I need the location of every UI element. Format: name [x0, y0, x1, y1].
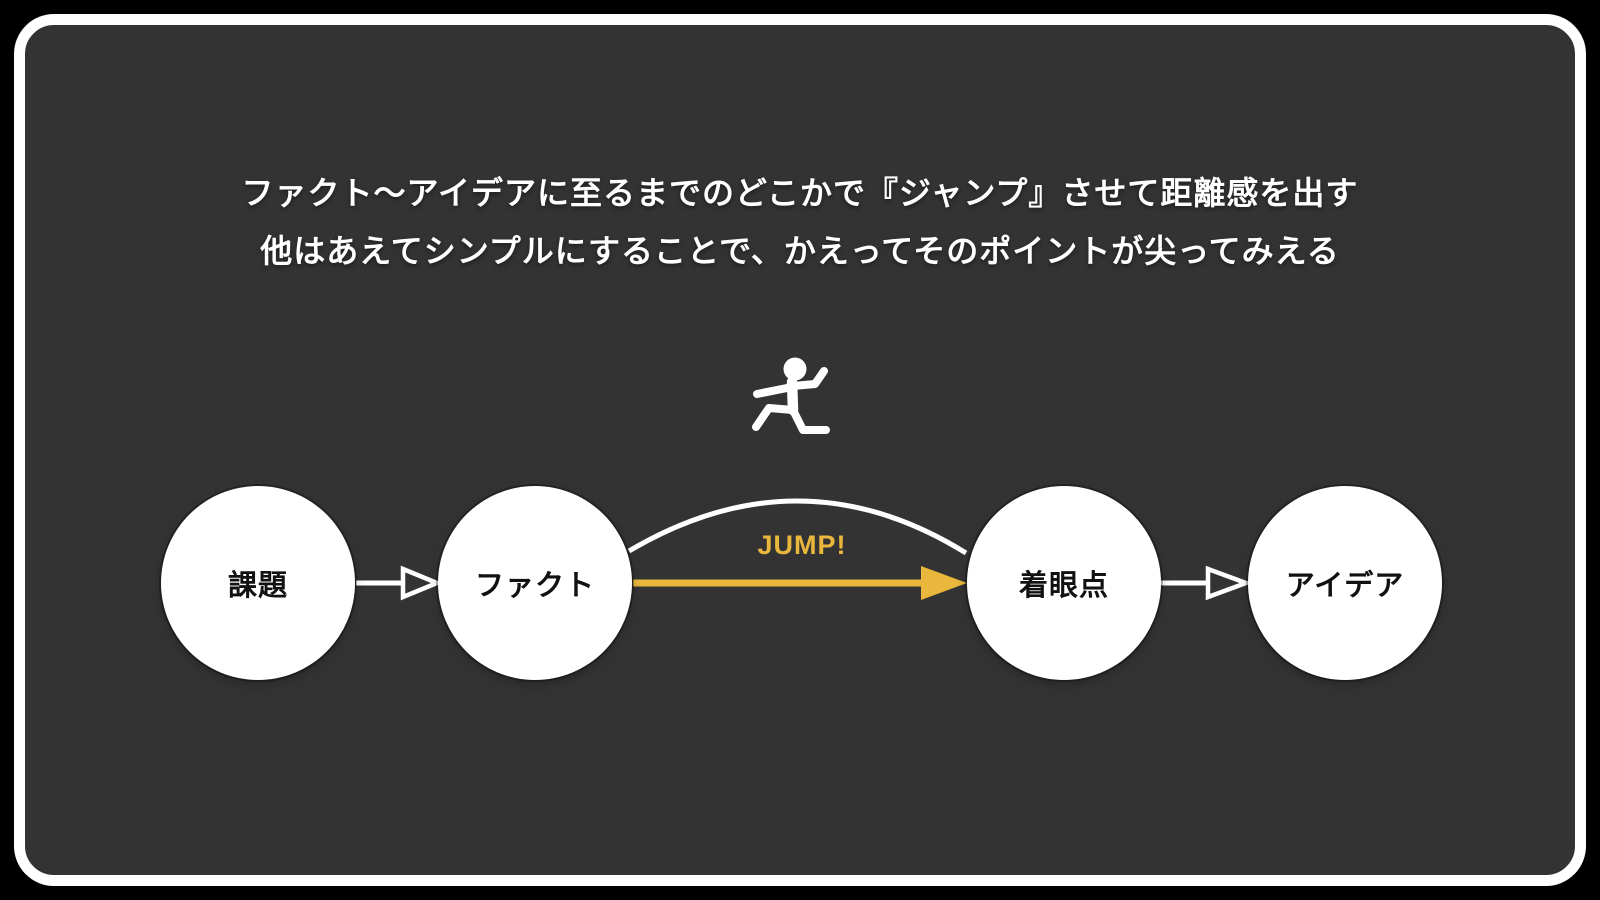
runner-arm-front	[753, 383, 796, 398]
jump-label: JUMP!	[757, 530, 847, 560]
node-focus-label: 着眼点	[1018, 570, 1109, 602]
node-fact-label: ファクト	[474, 570, 595, 602]
jumping-person-icon	[752, 357, 830, 434]
runner-leg-back	[789, 406, 830, 434]
jump-arrow-head	[921, 566, 967, 600]
title-line-2: 他はあえてシンプルにすることで、かえってそのポイントが尖ってみえる	[260, 233, 1340, 269]
node-fact: ファクト	[438, 486, 632, 680]
runner-leg-front	[752, 404, 797, 431]
node-problem: 課題	[161, 486, 355, 680]
node-idea: アイデア	[1248, 486, 1442, 680]
title-line-1: ファクト〜アイデアに至るまでのどこかで『ジャンプ』させて距離感を出す	[241, 175, 1359, 211]
jump-arc	[627, 498, 968, 556]
slide-card	[14, 14, 1586, 886]
node-idea-label: アイデア	[1285, 570, 1405, 602]
node-problem-label: 課題	[227, 570, 288, 602]
node-focus: 着眼点	[967, 486, 1161, 680]
arrow-focus-to-idea-head	[1205, 565, 1253, 601]
slide-title: ファクト〜アイデアに至るまでのどこかで『ジャンプ』させて距離感を出す 他はあえて…	[0, 164, 1600, 280]
runner-head	[783, 357, 807, 381]
runner-arm-back	[789, 367, 828, 390]
arrow-problem-to-fact-head	[400, 565, 443, 601]
